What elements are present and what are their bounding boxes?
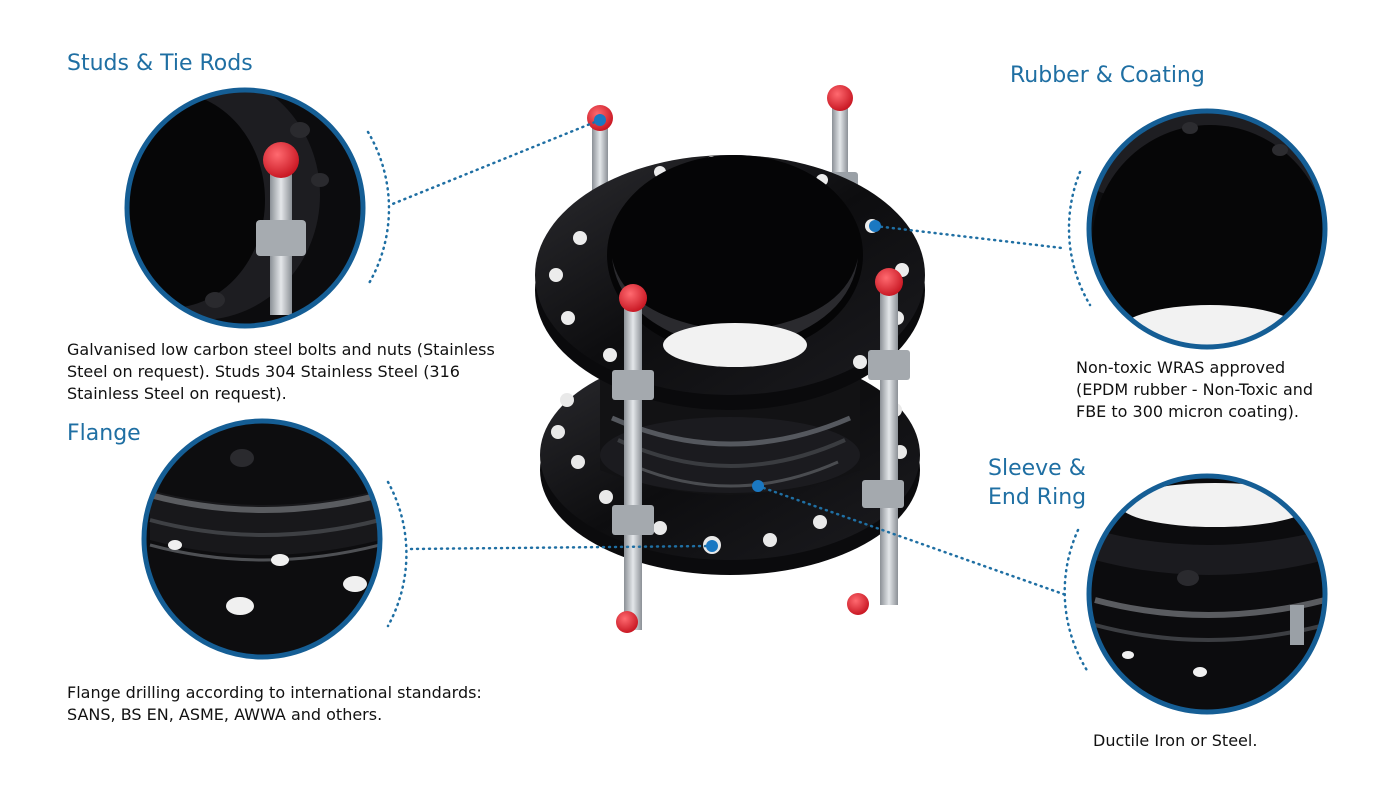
sleeve-end-ring-title: Sleeve & End Ring (988, 456, 1087, 510)
marker-sleeve (752, 480, 764, 492)
leader-flange (406, 544, 714, 551)
detail-circle-studs (124, 87, 366, 329)
leader-lines (388, 118, 1068, 597)
studs-tie-rods-title: Studs & Tie Rods (67, 51, 253, 76)
rubber-coating-title: Rubber & Coating (1010, 63, 1205, 88)
studs-tie-rods-description: Galvanised low carbon steel bolts and nu… (67, 340, 495, 403)
flange-title: Flange (67, 421, 141, 446)
callout-markers (594, 114, 881, 552)
marker-studs (594, 114, 606, 126)
leader-sleeve (756, 484, 1068, 597)
coupling-illustration (535, 85, 925, 633)
leader-rubber (873, 224, 1064, 250)
detail-circle-flange (141, 418, 383, 660)
marker-rubber (869, 220, 881, 232)
front-tie-rod-right (847, 268, 910, 615)
marker-flange (706, 540, 718, 552)
rubber-coating-description: Non-toxic WRAS approved (EPDM rubber - N… (1076, 358, 1314, 421)
dotted-arcs (366, 130, 1092, 674)
leader-studs (388, 118, 602, 207)
upper-flange (535, 155, 925, 410)
flange-description: Flange drilling according to internation… (67, 683, 482, 724)
detail-circle-sleeve (1086, 473, 1328, 715)
sleeve-end-ring-description: Ductile Iron or Steel. (1093, 731, 1258, 750)
detail-circle-rubber (1086, 108, 1328, 350)
